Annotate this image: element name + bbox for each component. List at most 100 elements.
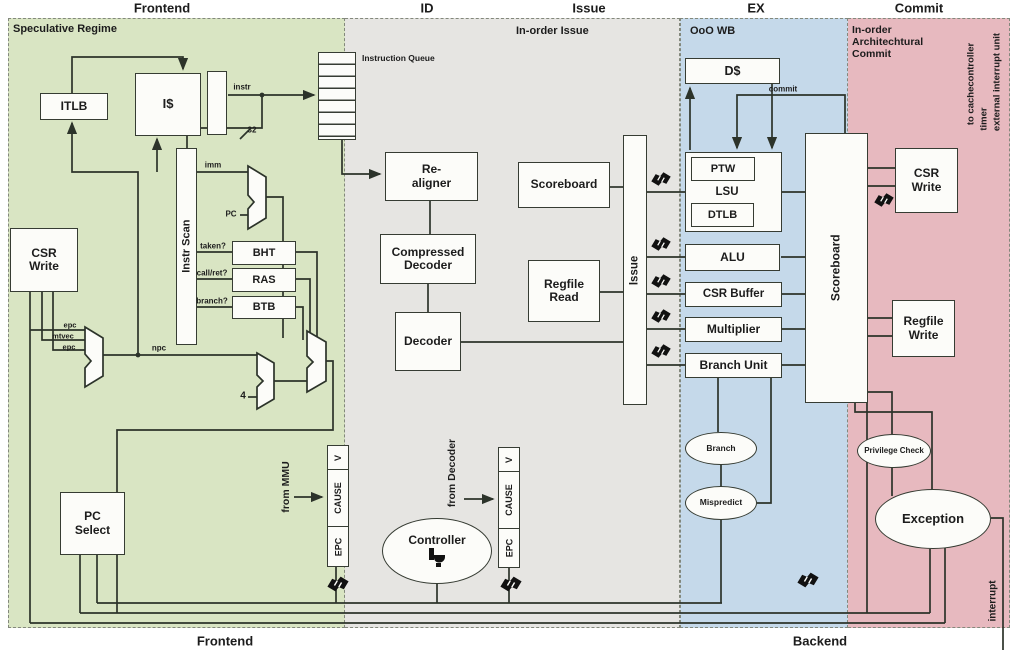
- privilege-check-ellipse: Privilege Check: [857, 434, 931, 468]
- branch-ellipse: Branch: [685, 432, 757, 465]
- bus-width-label: 32: [247, 125, 257, 135]
- callret-wire-label: call/ret?: [196, 268, 228, 278]
- to-cachecontroller-label: to cachecontroller: [965, 42, 977, 126]
- branch-wire-label: branch?: [196, 296, 228, 306]
- scoreboard-issue-block: Scoreboard: [518, 162, 610, 208]
- stage-header-frontend: Frontend: [133, 0, 191, 16]
- handshake-icon: [651, 274, 671, 288]
- compressed-decoder-block: Compressed Decoder: [380, 234, 476, 284]
- regfile-read-block: Regfile Read: [528, 260, 600, 322]
- exception-ellipse: Exception: [875, 489, 991, 549]
- fetch-pipeline-register: [207, 71, 227, 135]
- csr-write-commit-block: CSR Write: [895, 148, 958, 213]
- csr-write-commit-label: CSR Write: [911, 166, 942, 194]
- dtlb-block: DTLB: [691, 203, 754, 227]
- mux-shapes: [84, 164, 327, 411]
- epc-label: EPC: [332, 537, 343, 556]
- plus4-label: 4: [240, 390, 246, 402]
- epc-wire-label-a: epc: [63, 320, 77, 330]
- footer-label-backend: Backend: [792, 633, 848, 649]
- handshake-icon: [327, 576, 349, 592]
- pc-wire-label: PC: [225, 209, 237, 219]
- btb-label: BTB: [252, 301, 276, 314]
- mispredict-ellipse: Mispredict: [685, 486, 757, 520]
- epc-label: EPC: [503, 538, 514, 558]
- cause-cell: CAUSE: [328, 470, 348, 527]
- valid-label: V: [503, 456, 514, 463]
- epc-cell: EPC: [499, 529, 519, 567]
- regfile-write-block: Regfile Write: [892, 300, 955, 357]
- decoder-block: Decoder: [395, 312, 461, 371]
- exception-register-decoder: V CAUSE EPC: [498, 447, 520, 568]
- alu-label: ALU: [720, 249, 745, 264]
- privilege-check-label: Privilege Check: [864, 445, 924, 455]
- scoreboard-ex-label: Scoreboard: [828, 234, 843, 302]
- csr-write-frontend-block: CSR Write: [10, 228, 78, 292]
- region-label-inorder-commit: In-order Architechtural Commit: [852, 24, 924, 61]
- stage-header-ex: EX: [747, 0, 765, 16]
- epc-cell: EPC: [328, 527, 348, 566]
- issue-bar: Issue: [623, 135, 647, 405]
- compressed-decoder-label: Compressed Decoder: [391, 244, 465, 272]
- handshake-icon: [797, 572, 819, 588]
- lsu-label: LSU: [715, 186, 739, 198]
- npc-mux: [306, 329, 327, 394]
- region-label-speculative: Speculative Regime: [13, 23, 117, 35]
- icache-block: I$: [135, 73, 201, 136]
- handshake-icon: [874, 193, 894, 207]
- csr-write-frontend-label: CSR Write: [29, 245, 59, 273]
- dtlb-label: DTLB: [707, 208, 738, 221]
- icache-label: I$: [162, 96, 174, 112]
- issue-bar-label: Issue: [628, 255, 641, 285]
- ptw-label: PTW: [710, 162, 736, 175]
- instr-scan-block: Instr Scan: [176, 148, 197, 345]
- ptw-block: PTW: [691, 157, 755, 181]
- branch-unit-label: Branch Unit: [699, 357, 768, 372]
- valid-label: V: [332, 454, 343, 461]
- handshake-icon: [651, 237, 671, 251]
- pc-select-label: PC Select: [74, 509, 111, 537]
- cause-label: CAUSE: [333, 482, 344, 514]
- mtvec-wire-label: mtvec: [52, 331, 74, 341]
- instr-wire-label: instr: [233, 82, 251, 92]
- from-mmu-label: from MMU: [280, 461, 292, 513]
- pc-select-block: PC Select: [60, 492, 125, 555]
- issue-wires: [600, 186, 805, 366]
- handshake-icon: [651, 344, 671, 358]
- scoreboard-issue-label: Scoreboard: [530, 177, 598, 192]
- ras-block: RAS: [232, 268, 296, 292]
- realigner-block: Re- aligner: [385, 152, 478, 201]
- multiplier-label: Multiplier: [706, 321, 761, 336]
- timer-label: timer: [978, 107, 990, 131]
- bht-block: BHT: [232, 241, 296, 265]
- plus4-mux: [256, 351, 275, 411]
- commit-wires: [854, 167, 1004, 650]
- realigner-label: Re- aligner: [411, 162, 452, 190]
- csr-buffer-label: CSR Buffer: [702, 288, 765, 301]
- alu-block: ALU: [685, 244, 780, 271]
- regfile-write-label: Regfile Write: [903, 314, 944, 342]
- instruction-queue-label: Instruction Queue: [362, 53, 435, 63]
- controller-ellipse: Controller: [382, 518, 492, 584]
- commit-wire-label: commit: [768, 84, 798, 94]
- from-decoder-label: from Decoder: [446, 438, 458, 508]
- stage-header-commit: Commit: [894, 0, 944, 16]
- external-interrupt-unit-label: external interrupt unit: [991, 32, 1003, 132]
- instruction-queue: [318, 52, 356, 140]
- region-label-ooo-wb: OoO WB: [690, 25, 736, 37]
- itlb-label: ITLB: [60, 98, 88, 113]
- cause-cell: CAUSE: [499, 472, 519, 529]
- bht-label: BHT: [252, 246, 276, 259]
- interrupt-label: interrupt: [987, 580, 999, 622]
- region-label-inorder-issue: In-order Issue: [516, 25, 589, 37]
- itlb-block: ITLB: [40, 93, 108, 120]
- imm-wire-label: imm: [204, 160, 222, 170]
- multiplier-block: Multiplier: [685, 317, 782, 342]
- toilet-icon: [429, 547, 445, 567]
- instr-scan-label: Instr Scan: [180, 219, 193, 274]
- csr-epc-mux: [84, 325, 104, 389]
- dcache-label: D$: [724, 64, 741, 78]
- scoreboard-ex-block: Scoreboard: [805, 133, 868, 403]
